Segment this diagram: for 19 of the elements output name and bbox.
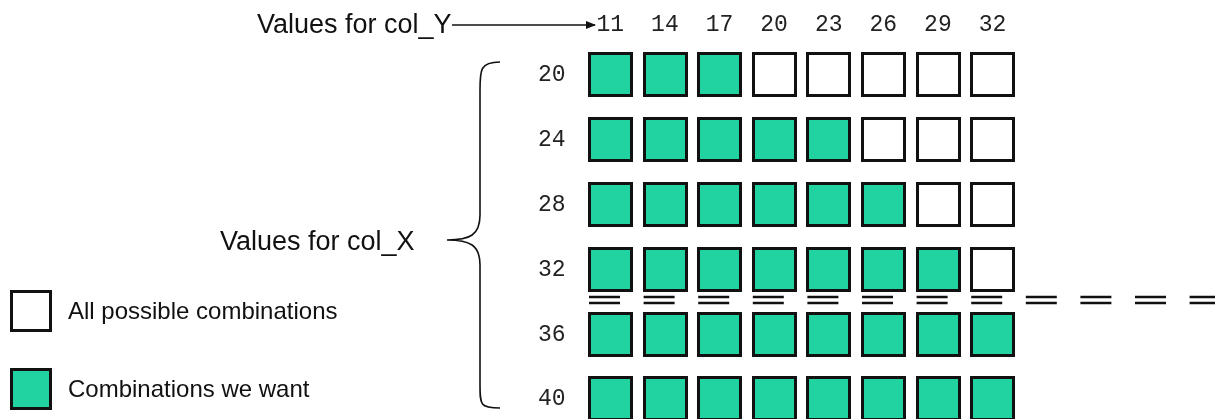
row-value: 24 (538, 127, 566, 153)
row-value: 36 (538, 322, 566, 348)
column-value: 26 (869, 12, 898, 38)
axis-caption: Values for col_X (220, 227, 415, 255)
column-value: 20 (760, 12, 788, 38)
column-value: 29 (924, 12, 952, 38)
row-value: 32 (538, 257, 566, 283)
row-value: 28 (538, 192, 566, 218)
row-value: 20 (538, 62, 566, 88)
axis-caption: Values for col_Y (257, 10, 452, 38)
row-value: 40 (538, 386, 566, 412)
legend-label: All possible combinations (68, 297, 338, 325)
legend-label: Combinations we want (68, 375, 310, 403)
arrow (451, 21, 596, 29)
column-value: 11 (596, 12, 625, 38)
column-value: 17 (705, 12, 734, 38)
column-value: 23 (814, 12, 843, 38)
column-value: 32 (978, 12, 1007, 38)
column-value: 14 (651, 12, 679, 38)
